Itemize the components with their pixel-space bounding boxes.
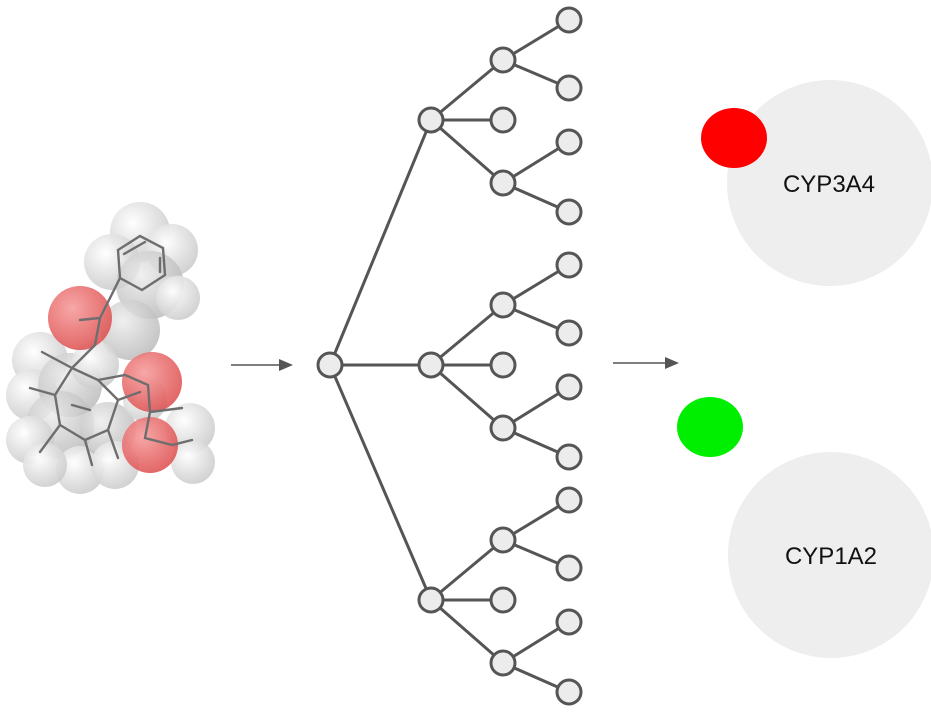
- tree-node: [489, 106, 517, 134]
- tree-node: [489, 46, 517, 74]
- tree-node: [489, 169, 517, 197]
- tree-node: [489, 351, 517, 379]
- oxygen-atom: [122, 417, 178, 473]
- hydrogen-atom: [156, 276, 200, 320]
- enzyme-cyp1a2-label: CYP1A2: [785, 543, 877, 570]
- tree-root-node: [316, 351, 344, 379]
- tree-node: [489, 414, 517, 442]
- hydrogen-atom: [23, 443, 67, 487]
- tree-leaf-node: [555, 319, 583, 347]
- tree-edges: [328, 18, 571, 694]
- enzyme-cyp3a4-circle: [727, 80, 931, 286]
- enzyme-cyp1a2: CYP1A2: [677, 397, 931, 658]
- tree-leaf-node: [555, 373, 583, 401]
- tree-nodes: [316, 6, 583, 706]
- tree-leaf-node: [555, 443, 583, 471]
- tree-leaf-node: [555, 486, 583, 514]
- tree-leaf-node: [555, 608, 583, 636]
- hydrogen-atom: [56, 446, 104, 494]
- tree-leaf-node: [555, 6, 583, 34]
- molecule-3d-model-icon: [6, 202, 215, 494]
- tree-node: [489, 526, 517, 554]
- tree-node: [489, 291, 517, 319]
- tree-leaf-node: [555, 198, 583, 226]
- tree-node: [417, 106, 445, 134]
- tree-node: [417, 351, 445, 379]
- hydrogen-atom: [71, 341, 119, 389]
- carbon-atom: [100, 300, 160, 360]
- tree-leaf-node: [555, 74, 583, 102]
- tree-leaf-node: [555, 251, 583, 279]
- enzyme-cyp3a4-label: CYP3A4: [783, 171, 875, 198]
- tree-node: [417, 586, 445, 614]
- tree-node: [489, 649, 517, 677]
- enzyme-cyp1a2-circle: [728, 452, 931, 658]
- arrow-right-icon: [231, 359, 293, 371]
- arrow-right-icon: [613, 357, 679, 369]
- oxygen-atom: [122, 352, 182, 412]
- cyp3a4-indicator-dot: [701, 108, 767, 168]
- cyp1a2-indicator-dot: [677, 397, 743, 457]
- hydrogen-atom: [171, 440, 215, 484]
- enzyme-cyp3a4: CYP3A4: [701, 80, 931, 286]
- tree-leaf-node: [555, 554, 583, 582]
- oxygen-atom: [48, 286, 112, 350]
- tree-leaf-node: [555, 678, 583, 706]
- tree-node: [489, 586, 517, 614]
- tree-leaf-node: [555, 128, 583, 156]
